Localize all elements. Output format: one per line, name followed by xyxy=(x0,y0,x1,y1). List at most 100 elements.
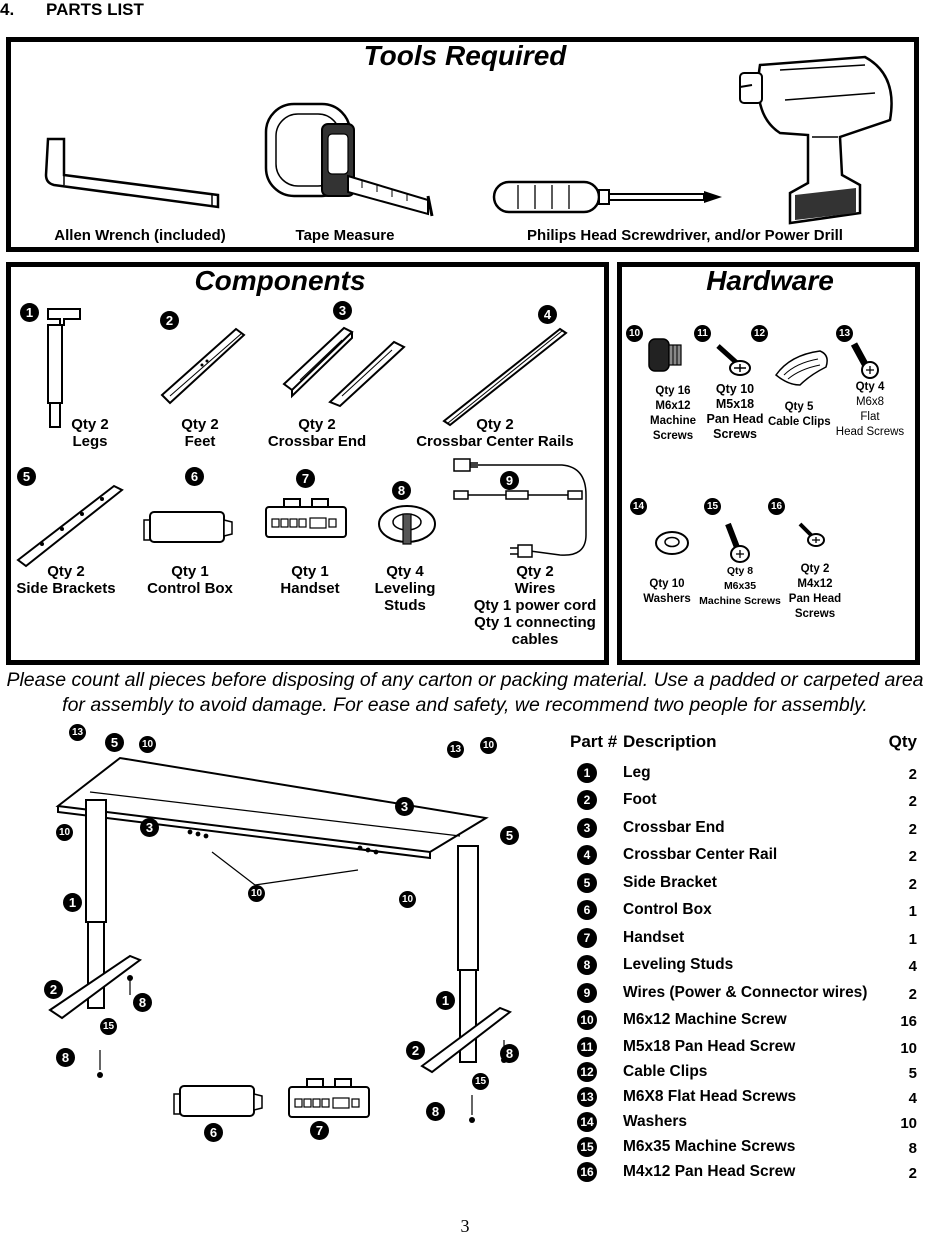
pan-head-screw-icon xyxy=(716,344,751,376)
part-quantity: 1 xyxy=(908,931,917,948)
component-name: Crossbar End xyxy=(267,433,367,450)
table-row: 4 Crossbar Center Rail 2 xyxy=(568,844,923,870)
callout-15: 15 xyxy=(100,1018,117,1035)
hardware-badge-10: 10 xyxy=(626,325,643,342)
hardware-type: Screws xyxy=(652,430,694,442)
component-qty: Qty 2 xyxy=(181,416,219,433)
hardware-type: Washers xyxy=(643,593,691,605)
part-quantity: 10 xyxy=(900,1115,917,1132)
hardware-size: M6x35 xyxy=(723,580,757,592)
component-qty: Qty 4 xyxy=(386,563,424,580)
callout-10: 10 xyxy=(480,737,497,754)
part-description: Handset xyxy=(623,929,685,946)
small-pan-screw-icon xyxy=(798,522,825,547)
part-number-badge: 3 xyxy=(577,818,597,838)
part-number-badge: 12 xyxy=(577,1062,597,1082)
component-badge-5: 5 xyxy=(17,467,36,486)
hardware-qty: Qty 5 xyxy=(784,401,814,413)
callout-15: 15 xyxy=(472,1073,489,1090)
part-number-badge: 4 xyxy=(577,845,597,865)
part-number-badge: 11 xyxy=(577,1037,597,1057)
component-name: cables xyxy=(511,631,559,648)
component-name: Leveling xyxy=(374,580,436,597)
tools-box xyxy=(6,37,919,252)
callout-10: 10 xyxy=(399,891,416,908)
leveling-stud-icon xyxy=(378,505,436,545)
part-description: Crossbar Center Rail xyxy=(623,846,778,863)
component-badge-6: 6 xyxy=(185,467,204,486)
component-qty: Qty 2 xyxy=(516,563,554,580)
part-number-badge: 5 xyxy=(577,873,597,893)
hardware-qty: Qty 16 xyxy=(655,385,691,397)
part-number-badge: 13 xyxy=(577,1087,597,1107)
part-description: M6x35 Machine Screws xyxy=(623,1138,796,1155)
hardware-badge-11: 11 xyxy=(694,325,711,342)
part-quantity: 8 xyxy=(908,1140,917,1157)
component-qty: Qty 1 xyxy=(171,563,209,580)
hardware-type: Cable Clips xyxy=(768,416,831,428)
callout-2: 2 xyxy=(406,1041,425,1060)
hardware-badge-13: 13 xyxy=(836,325,853,342)
page-number: 3 xyxy=(460,1216,470,1236)
hardware-title: Hardware xyxy=(706,265,834,296)
hardware-size: M6x12 xyxy=(655,400,691,412)
components-title: Components xyxy=(194,265,366,296)
component-name: Side Brackets xyxy=(16,580,116,597)
hardware-type: Head Screws xyxy=(835,426,905,438)
part-number-badge: 2 xyxy=(577,790,597,810)
hardware-badge-14: 14 xyxy=(630,498,647,515)
part-quantity: 10 xyxy=(900,1040,917,1057)
part-description: M5x18 Pan Head Screw xyxy=(623,1038,796,1055)
hardware-type: Flat xyxy=(860,411,880,423)
parts-table-header-part: Part # xyxy=(570,732,618,751)
crossbar-end-icon xyxy=(282,326,406,408)
part-number-badge: 6 xyxy=(577,900,597,920)
diagram-handset xyxy=(288,1078,370,1118)
hardware-label-12: Qty 5 Cable Clips xyxy=(768,400,831,430)
part-quantity: 2 xyxy=(908,848,917,865)
control-box-icon xyxy=(143,511,233,543)
callout-5: 5 xyxy=(500,826,519,845)
callout-10: 10 xyxy=(139,736,156,753)
parts-table-header-qty: Qty xyxy=(888,732,917,751)
part-description: M6X8 Flat Head Screws xyxy=(623,1088,797,1105)
component-name: Control Box xyxy=(147,580,233,597)
callout-13: 13 xyxy=(447,741,464,758)
part-description: M4x12 Pan Head Screw xyxy=(623,1163,796,1180)
component-qty: Qty 2 xyxy=(47,563,85,580)
callout-1: 1 xyxy=(63,893,82,912)
hardware-badge-12: 12 xyxy=(751,325,768,342)
part-quantity: 2 xyxy=(908,821,917,838)
part-quantity: 16 xyxy=(900,1013,917,1030)
callout-8: 8 xyxy=(133,993,152,1012)
center-rail-icon xyxy=(442,327,568,427)
callout-5: 5 xyxy=(105,733,124,752)
diagram-control-box xyxy=(173,1085,263,1117)
part-description: Side Bracket xyxy=(623,874,717,891)
part-quantity: 4 xyxy=(908,958,917,975)
long-machine-screw-icon xyxy=(725,522,750,563)
hardware-type: Screws xyxy=(794,608,836,620)
part-description: Foot xyxy=(623,791,657,808)
hardware-type: Machine xyxy=(649,415,696,427)
part-description: Cable Clips xyxy=(623,1063,708,1080)
component-name: Wires xyxy=(514,580,556,597)
callout-13: 13 xyxy=(69,724,86,741)
part-quantity: 1 xyxy=(908,903,917,920)
part-quantity: 4 xyxy=(908,1090,917,1107)
component-badge-2: 2 xyxy=(160,311,179,330)
washer-icon xyxy=(655,531,689,555)
hardware-size: M6x8 xyxy=(855,396,885,408)
